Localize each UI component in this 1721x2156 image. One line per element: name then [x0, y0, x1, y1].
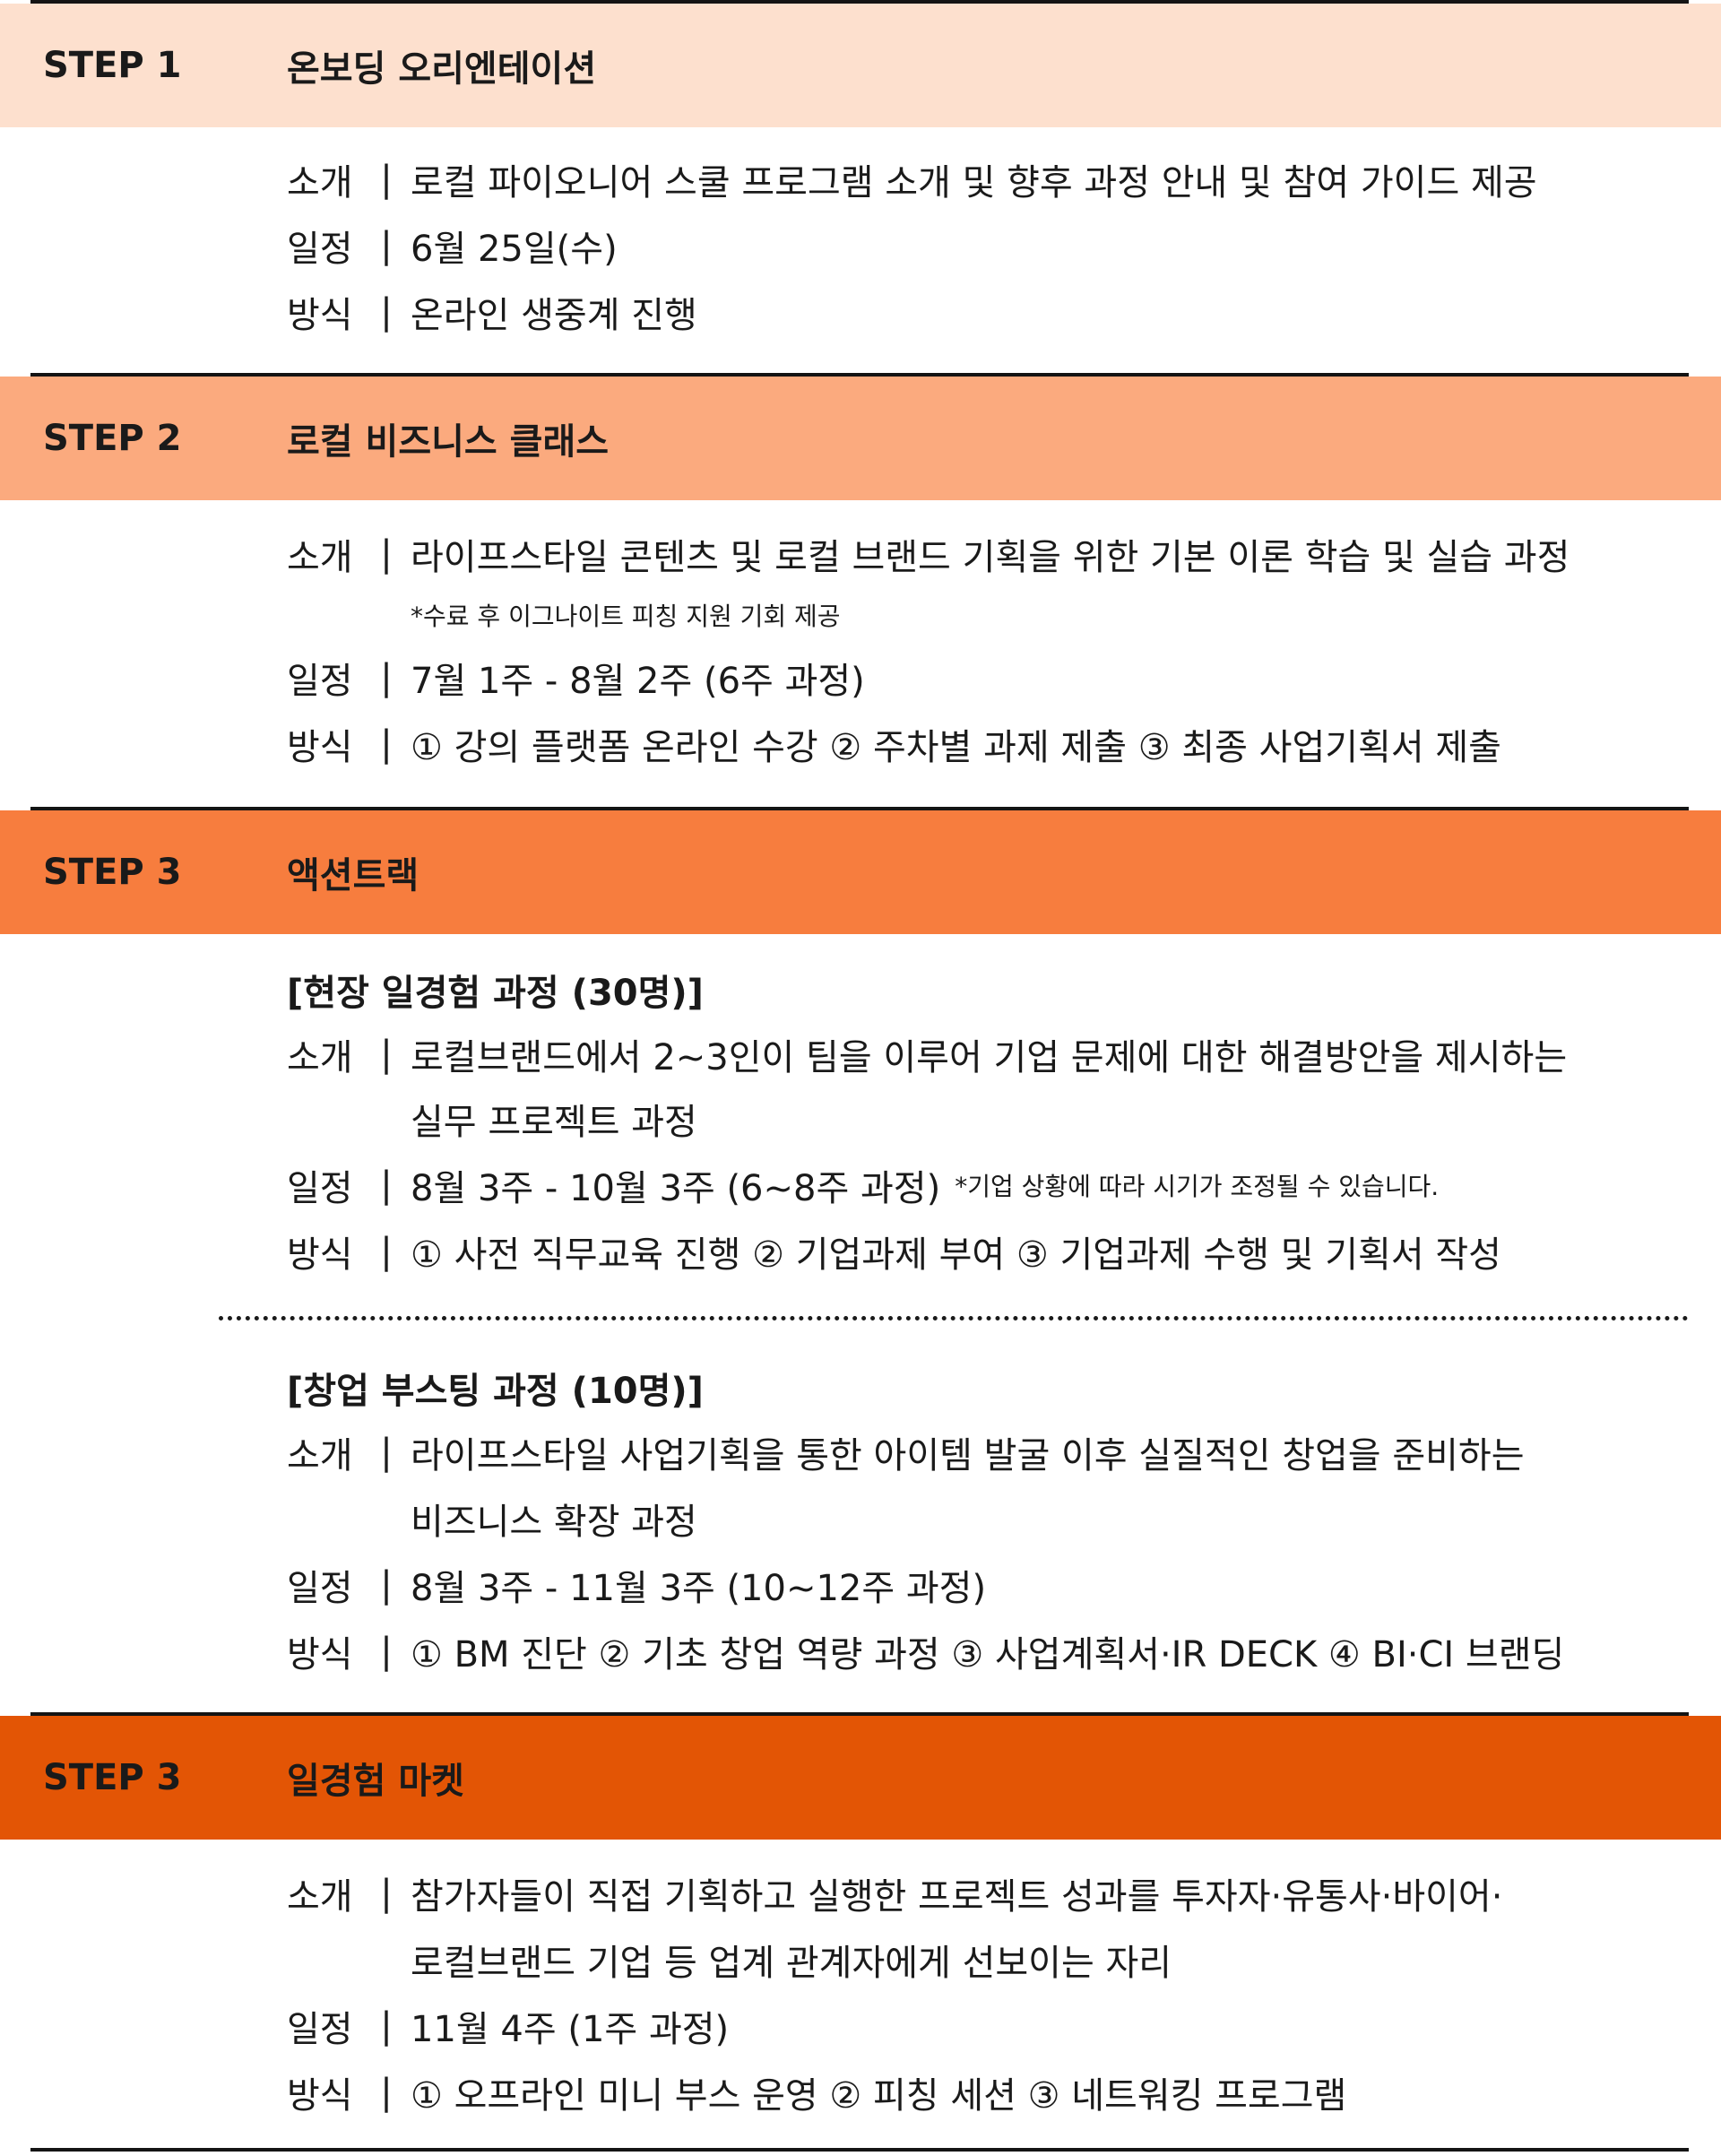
- track-a-intro-row: 소개 | 로컬브랜드에서 2~3인이 팀을 이루어 기업 문제에 대한 해결방안…: [287, 1029, 1567, 1079]
- step4-title: 일경험 마켓: [287, 1761, 464, 1802]
- step1-method: 온라인 생중계 진행: [411, 295, 697, 336]
- step4-rule: [30, 1712, 1689, 1716]
- separator: |: [380, 1631, 393, 1672]
- separator: |: [380, 159, 393, 200]
- step2-label: STEP 2: [43, 418, 182, 459]
- step3-label: STEP 3: [43, 852, 182, 893]
- track-b-schedule-row: 일정 | 8월 3주 - 11월 3주 (10~12주 과정): [287, 1560, 986, 1610]
- step3-header: STEP 3 액션트랙: [0, 810, 1721, 934]
- intro-label: 소개: [287, 162, 353, 203]
- track-a-method: ① 사전 직무교육 진행 ② 기업과제 부여 ③ 기업과제 수행 및 기획서 작…: [411, 1234, 1501, 1276]
- step2-intro: 라이프스타일 콘텐츠 및 로컬 브랜드 기획을 위한 기본 이론 학습 및 실습…: [411, 537, 1570, 578]
- method-label: 방식: [287, 1634, 353, 1675]
- separator: |: [380, 723, 393, 765]
- track-a-intro-line2: 실무 프로젝트 과정: [411, 1102, 697, 1143]
- step2-intro-row: 소개 | 라이프스타일 콘텐츠 및 로컬 브랜드 기획을 위한 기본 이론 학습…: [287, 529, 1570, 579]
- bottom-rule: [30, 2148, 1689, 2152]
- step4-label: STEP 3: [43, 1757, 182, 1798]
- step1-schedule-row: 일정 | 6월 25일(수): [287, 221, 618, 271]
- schedule-label: 일정: [287, 1568, 353, 1609]
- step1-header: STEP 1 온보딩 오리엔테이션: [0, 4, 1721, 127]
- schedule-label: 일정: [287, 1168, 353, 1209]
- track-b-heading: [창업 부스팅 과정 (10명)]: [287, 1371, 704, 1412]
- step4-schedule: 11월 4주 (1주 과정): [411, 2009, 730, 2050]
- step1-intro: 로컬 파이오니어 스쿨 프로그램 소개 및 향후 과정 안내 및 참여 가이드 …: [411, 162, 1537, 203]
- track-b-intro-line2: 비즈니스 확장 과정: [411, 1502, 697, 1543]
- step2-method-row: 방식 | ① 강의 플랫폼 온라인 수강 ② 주차별 과제 제출 ③ 최종 사업…: [287, 719, 1501, 769]
- separator: |: [380, 1432, 393, 1473]
- step4-method: ① 오프라인 미니 부스 운영 ② 피칭 세션 ③ 네트워킹 프로그램: [411, 2075, 1347, 2117]
- track-a-heading: [현장 일경험 과정 (30명)]: [287, 973, 704, 1014]
- step4-method-row: 방식 | ① 오프라인 미니 부스 운영 ② 피칭 세션 ③ 네트워킹 프로그램: [287, 2067, 1346, 2117]
- schedule-label: 일정: [287, 661, 353, 702]
- step2-schedule: 7월 1주 - 8월 2주 (6주 과정): [411, 661, 865, 702]
- intro-label: 소개: [287, 537, 353, 578]
- dotted-divider: [219, 1316, 1689, 1320]
- track-a-schedule: 8월 3주 - 10월 3주 (6~8주 과정): [411, 1168, 941, 1209]
- step2-method: ① 강의 플랫폼 온라인 수강 ② 주차별 과제 제출 ③ 최종 사업기획서 제…: [411, 727, 1501, 768]
- step1-label: STEP 1: [43, 45, 182, 86]
- method-label: 방식: [287, 1234, 353, 1276]
- separator: |: [380, 533, 393, 575]
- track-a-intro-line1: 로컬브랜드에서 2~3인이 팀을 이루어 기업 문제에 대한 해결방안을 제시하…: [411, 1037, 1568, 1078]
- separator: |: [380, 225, 393, 266]
- schedule-label: 일정: [287, 229, 353, 270]
- intro-label: 소개: [287, 1037, 353, 1078]
- step4-schedule-row: 일정 | 11월 4주 (1주 과정): [287, 2001, 729, 2051]
- step2-title: 로컬 비즈니스 클래스: [287, 421, 610, 463]
- separator: |: [380, 657, 393, 698]
- track-b-method: ① BM 진단 ② 기초 창업 역량 과정 ③ 사업계획서·IR DECK ④ …: [411, 1634, 1565, 1675]
- separator: |: [380, 1165, 393, 1206]
- intro-label: 소개: [287, 1435, 353, 1476]
- step3-title: 액션트랙: [287, 855, 419, 896]
- track-a-schedule-note: *기업 상황에 따라 시기가 조정될 수 있습니다.: [955, 1172, 1440, 1201]
- separator: |: [380, 1231, 393, 1272]
- separator: |: [380, 1034, 393, 1075]
- intro-label: 소개: [287, 1876, 353, 1918]
- track-b-method-row: 방식 | ① BM 진단 ② 기초 창업 역량 과정 ③ 사업계획서·IR DE…: [287, 1626, 1564, 1676]
- step3-rule: [30, 807, 1689, 810]
- track-b-schedule: 8월 3주 - 11월 3주 (10~12주 과정): [411, 1568, 987, 1609]
- method-label: 방식: [287, 727, 353, 768]
- step1-schedule: 6월 25일(수): [411, 229, 618, 270]
- schedule-label: 일정: [287, 2009, 353, 2050]
- track-b-intro-row: 소개 | 라이프스타일 사업기획을 통한 아이템 발굴 이후 실질적인 창업을 …: [287, 1427, 1525, 1477]
- step4-intro-row: 소개 | 참가자들이 직접 기획하고 실행한 프로젝트 성과를 투자자·유통사·…: [287, 1868, 1502, 1918]
- step1-intro-row: 소개 | 로컬 파이오니어 스쿨 프로그램 소개 및 향후 과정 안내 및 참여…: [287, 154, 1537, 204]
- step1-title: 온보딩 오리엔테이션: [287, 48, 597, 90]
- step2-header: STEP 2 로컬 비즈니스 클래스: [0, 377, 1721, 500]
- step4-intro-line1: 참가자들이 직접 기획하고 실행한 프로젝트 성과를 투자자·유통사·바이어·: [411, 1876, 1503, 1918]
- separator: |: [380, 1564, 393, 1606]
- step1-method-row: 방식 | 온라인 생중계 진행: [287, 287, 697, 337]
- separator: |: [380, 2005, 393, 2047]
- step4-header: STEP 3 일경험 마켓: [0, 1716, 1721, 1840]
- step2-rule: [30, 373, 1689, 377]
- separator: |: [380, 291, 393, 333]
- separator: |: [380, 1873, 393, 1914]
- step2-schedule-row: 일정 | 7월 1주 - 8월 2주 (6주 과정): [287, 653, 865, 703]
- top-rule: [30, 0, 1689, 4]
- method-label: 방식: [287, 295, 353, 336]
- method-label: 방식: [287, 2075, 353, 2117]
- track-a-method-row: 방식 | ① 사전 직무교육 진행 ② 기업과제 부여 ③ 기업과제 수행 및 …: [287, 1226, 1501, 1277]
- separator: |: [380, 2072, 393, 2113]
- track-a-schedule-row: 일정 | 8월 3주 - 10월 3주 (6~8주 과정) *기업 상황에 따라…: [287, 1160, 1439, 1210]
- step2-intro-note: *수료 후 이그나이트 피칭 지원 기회 제공: [411, 602, 841, 631]
- track-b-intro-line1: 라이프스타일 사업기획을 통한 아이템 발굴 이후 실질적인 창업을 준비하는: [411, 1435, 1525, 1476]
- step4-intro-line2: 로컬브랜드 기업 등 업계 관계자에게 선보이는 자리: [411, 1943, 1172, 1984]
